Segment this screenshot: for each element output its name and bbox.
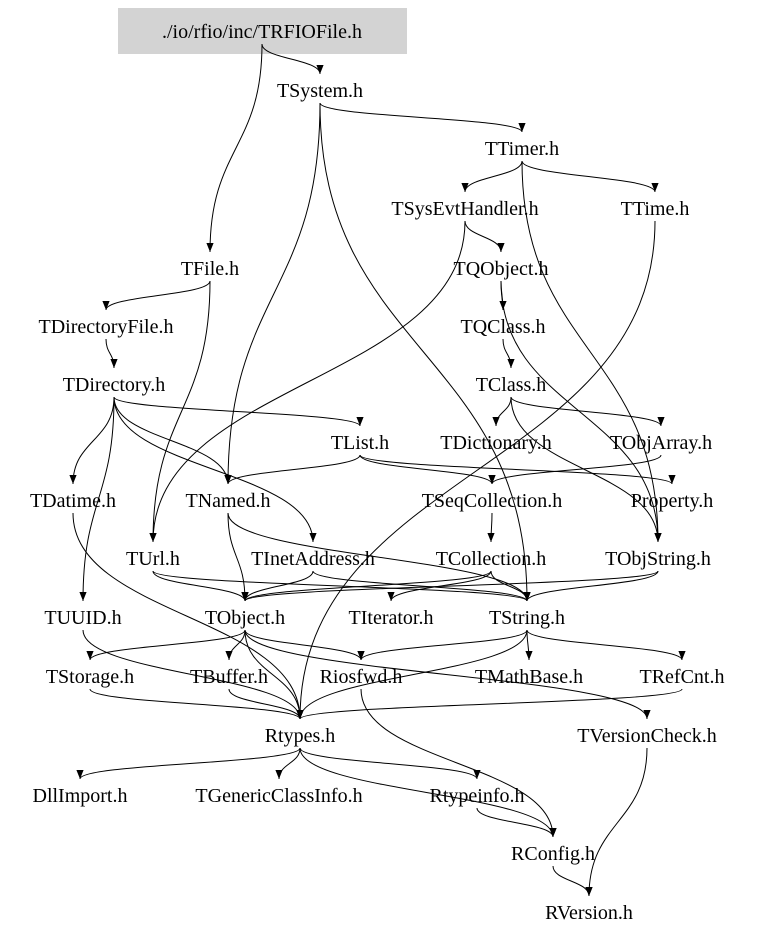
node-DllImport[interactable]: DllImport.h	[33, 785, 128, 807]
edge-TObjArray-to-TSeqCollection	[488, 454, 662, 485]
node-TTimer[interactable]: TTimer.h	[485, 138, 559, 160]
edge-TUUID-to-Rtypes	[82, 629, 304, 720]
node-TCollection[interactable]: TCollection.h	[436, 548, 547, 570]
edge-TTimer-to-TTime	[521, 160, 659, 193]
edge-TList-to-TSeqCollection	[359, 454, 496, 485]
edge-TDirectory-to-TNamed	[113, 396, 232, 485]
edge-TClass-to-TDictionary	[492, 396, 512, 427]
edges-layer	[69, 43, 686, 897]
edge-TRefCnt-to-Rtypes	[296, 688, 683, 720]
edge-TString-to-Riosfwd	[357, 629, 528, 661]
edge-TInetAddress-to-TString	[312, 570, 531, 602]
edge-Riosfwd-to-RConfig	[360, 688, 557, 838]
edge-Rtypes-to-DllImport	[76, 747, 301, 780]
edge-TString-to-TMathBase	[525, 629, 533, 661]
edge-TSystem-to-TTimer	[319, 102, 526, 133]
node-TVersionCheck[interactable]: TVersionCheck.h	[577, 725, 716, 747]
node-RVersion[interactable]: RVersion.h	[545, 902, 633, 924]
node-TDirectoryFile[interactable]: TDirectoryFile.h	[39, 316, 174, 338]
node-TStorage[interactable]: TStorage.h	[46, 666, 134, 688]
edge-RConfig-to-RVersion	[552, 865, 593, 897]
edge-TSystem-to-TNamed	[224, 102, 321, 485]
edge-TNamed-to-TObject	[227, 512, 249, 602]
edge-TDirectory-to-TDatime	[69, 396, 115, 485]
edge-Rtypes-to-TGenericClassInfo	[275, 747, 301, 780]
node-TNamed[interactable]: TNamed.h	[186, 490, 271, 512]
edge-TVersionCheck-to-RVersion	[585, 747, 648, 897]
edge-TList-to-Property	[359, 454, 676, 485]
edge-TSystem-to-TString	[319, 102, 531, 602]
node-TQClass[interactable]: TQClass.h	[461, 316, 546, 338]
node-Rtypes[interactable]: Rtypes.h	[265, 725, 336, 747]
node-TSeqCollection[interactable]: TSeqCollection.h	[422, 490, 563, 512]
node-TFile[interactable]: TFile.h	[181, 258, 239, 280]
node-TSysEvtHandler[interactable]: TSysEvtHandler.h	[391, 198, 538, 220]
edge-TFile-to-TUrl	[149, 280, 211, 543]
edge-TDirectory-to-TInetAddress	[113, 396, 317, 543]
node-TGenericClassInfo[interactable]: TGenericClassInfo.h	[195, 785, 362, 807]
node-RConfig[interactable]: RConfig.h	[511, 843, 595, 865]
edge-TDirectory-to-TList	[113, 396, 364, 427]
node-TSystem[interactable]: TSystem.h	[277, 80, 363, 102]
nodes-layer: ./io/rfio/inc/TRFIOFile.hTSystem.hTTimer…	[30, 21, 725, 924]
node-TObject[interactable]: TObject.h	[205, 607, 285, 629]
edge-Rtypes-to-RConfig	[299, 747, 557, 838]
edge-TCollection-to-TString	[490, 570, 531, 602]
node-TBuffer[interactable]: TBuffer.h	[190, 666, 268, 688]
edge-TDatime-to-Rtypes	[72, 512, 304, 720]
edge-TQObject-to-TObjString	[500, 280, 662, 543]
node-TList[interactable]: TList.h	[331, 432, 389, 454]
node-TIterator[interactable]: TIterator.h	[349, 607, 434, 629]
edge-Rtypes-to-Rtypeinfo	[299, 747, 481, 780]
node-TDictionary[interactable]: TDictionary.h	[440, 432, 551, 454]
node-TQObject[interactable]: TQObject.h	[454, 258, 549, 280]
node-TTime[interactable]: TTime.h	[621, 198, 690, 220]
edge-TDirectory-to-TUUID	[79, 396, 115, 602]
node-TClass[interactable]: TClass.h	[476, 374, 547, 396]
edge-TFile-to-TDirectoryFile	[102, 280, 211, 311]
edge-TBuffer-to-Rtypes	[228, 688, 304, 720]
edge-TObject-to-Riosfwd	[244, 629, 365, 661]
node-TDatime[interactable]: TDatime.h	[30, 490, 116, 512]
edge-TObject-to-TBuffer	[225, 629, 246, 661]
edge-TClass-to-TObjArray	[510, 396, 665, 427]
edge-TNamed-to-TString	[227, 512, 531, 602]
edge-TQClass-to-TClass	[502, 338, 515, 369]
edge-TList-to-TNamed	[224, 454, 361, 485]
node-TDirectory[interactable]: TDirectory.h	[63, 374, 166, 396]
node-root[interactable]: ./io/rfio/inc/TRFIOFile.h	[162, 21, 362, 43]
node-TObjArray[interactable]: TObjArray.h	[610, 432, 712, 454]
node-TUUID[interactable]: TUUID.h	[44, 607, 121, 629]
edge-TUrl-to-TString	[152, 570, 531, 602]
node-Riosfwd[interactable]: Riosfwd.h	[320, 666, 403, 688]
edge-TObject-to-Rtypes	[244, 629, 304, 720]
edge-TTime-to-Rtypes	[296, 220, 656, 720]
edge-TString-to-TRefCnt	[526, 629, 686, 661]
node-TObjString[interactable]: TObjString.h	[605, 548, 711, 570]
edge-TDirectoryFile-to-TDirectory	[105, 338, 118, 369]
edge-TSeqCollection-to-TCollection	[487, 512, 495, 543]
node-Rtypeinfo[interactable]: Rtypeinfo.h	[430, 785, 525, 807]
node-Property[interactable]: Property.h	[631, 490, 714, 512]
node-TMathBase[interactable]: TMathBase.h	[475, 666, 583, 688]
edge-TSysEvtHandler-to-TQObject	[464, 220, 505, 253]
edge-TStorage-to-Rtypes	[89, 688, 304, 720]
node-TString[interactable]: TString.h	[489, 607, 565, 629]
edge-TObject-to-TVersionCheck	[244, 629, 651, 720]
edge-TSysEvtHandler-to-TUrl	[149, 220, 466, 543]
edge-root-to-TSystem	[261, 43, 324, 75]
edge-TObjString-to-TObject	[241, 570, 659, 602]
edge-TClass-to-TObjString	[510, 396, 662, 543]
edge-TCollection-to-TObject	[241, 570, 492, 602]
edge-TObject-to-TStorage	[86, 629, 246, 661]
edge-TString-to-Rtypes	[296, 629, 528, 720]
edge-TObjString-to-TString	[523, 570, 659, 602]
edge-root-to-TFile	[206, 43, 263, 253]
edge-TTimer-to-TSysEvtHandler	[461, 160, 523, 193]
edge-TTimer-to-TObjString	[521, 160, 662, 543]
node-TRefCnt[interactable]: TRefCnt.h	[640, 666, 725, 688]
node-TInetAddress[interactable]: TInetAddress.h	[251, 548, 375, 570]
node-TUrl[interactable]: TUrl.h	[126, 548, 180, 570]
